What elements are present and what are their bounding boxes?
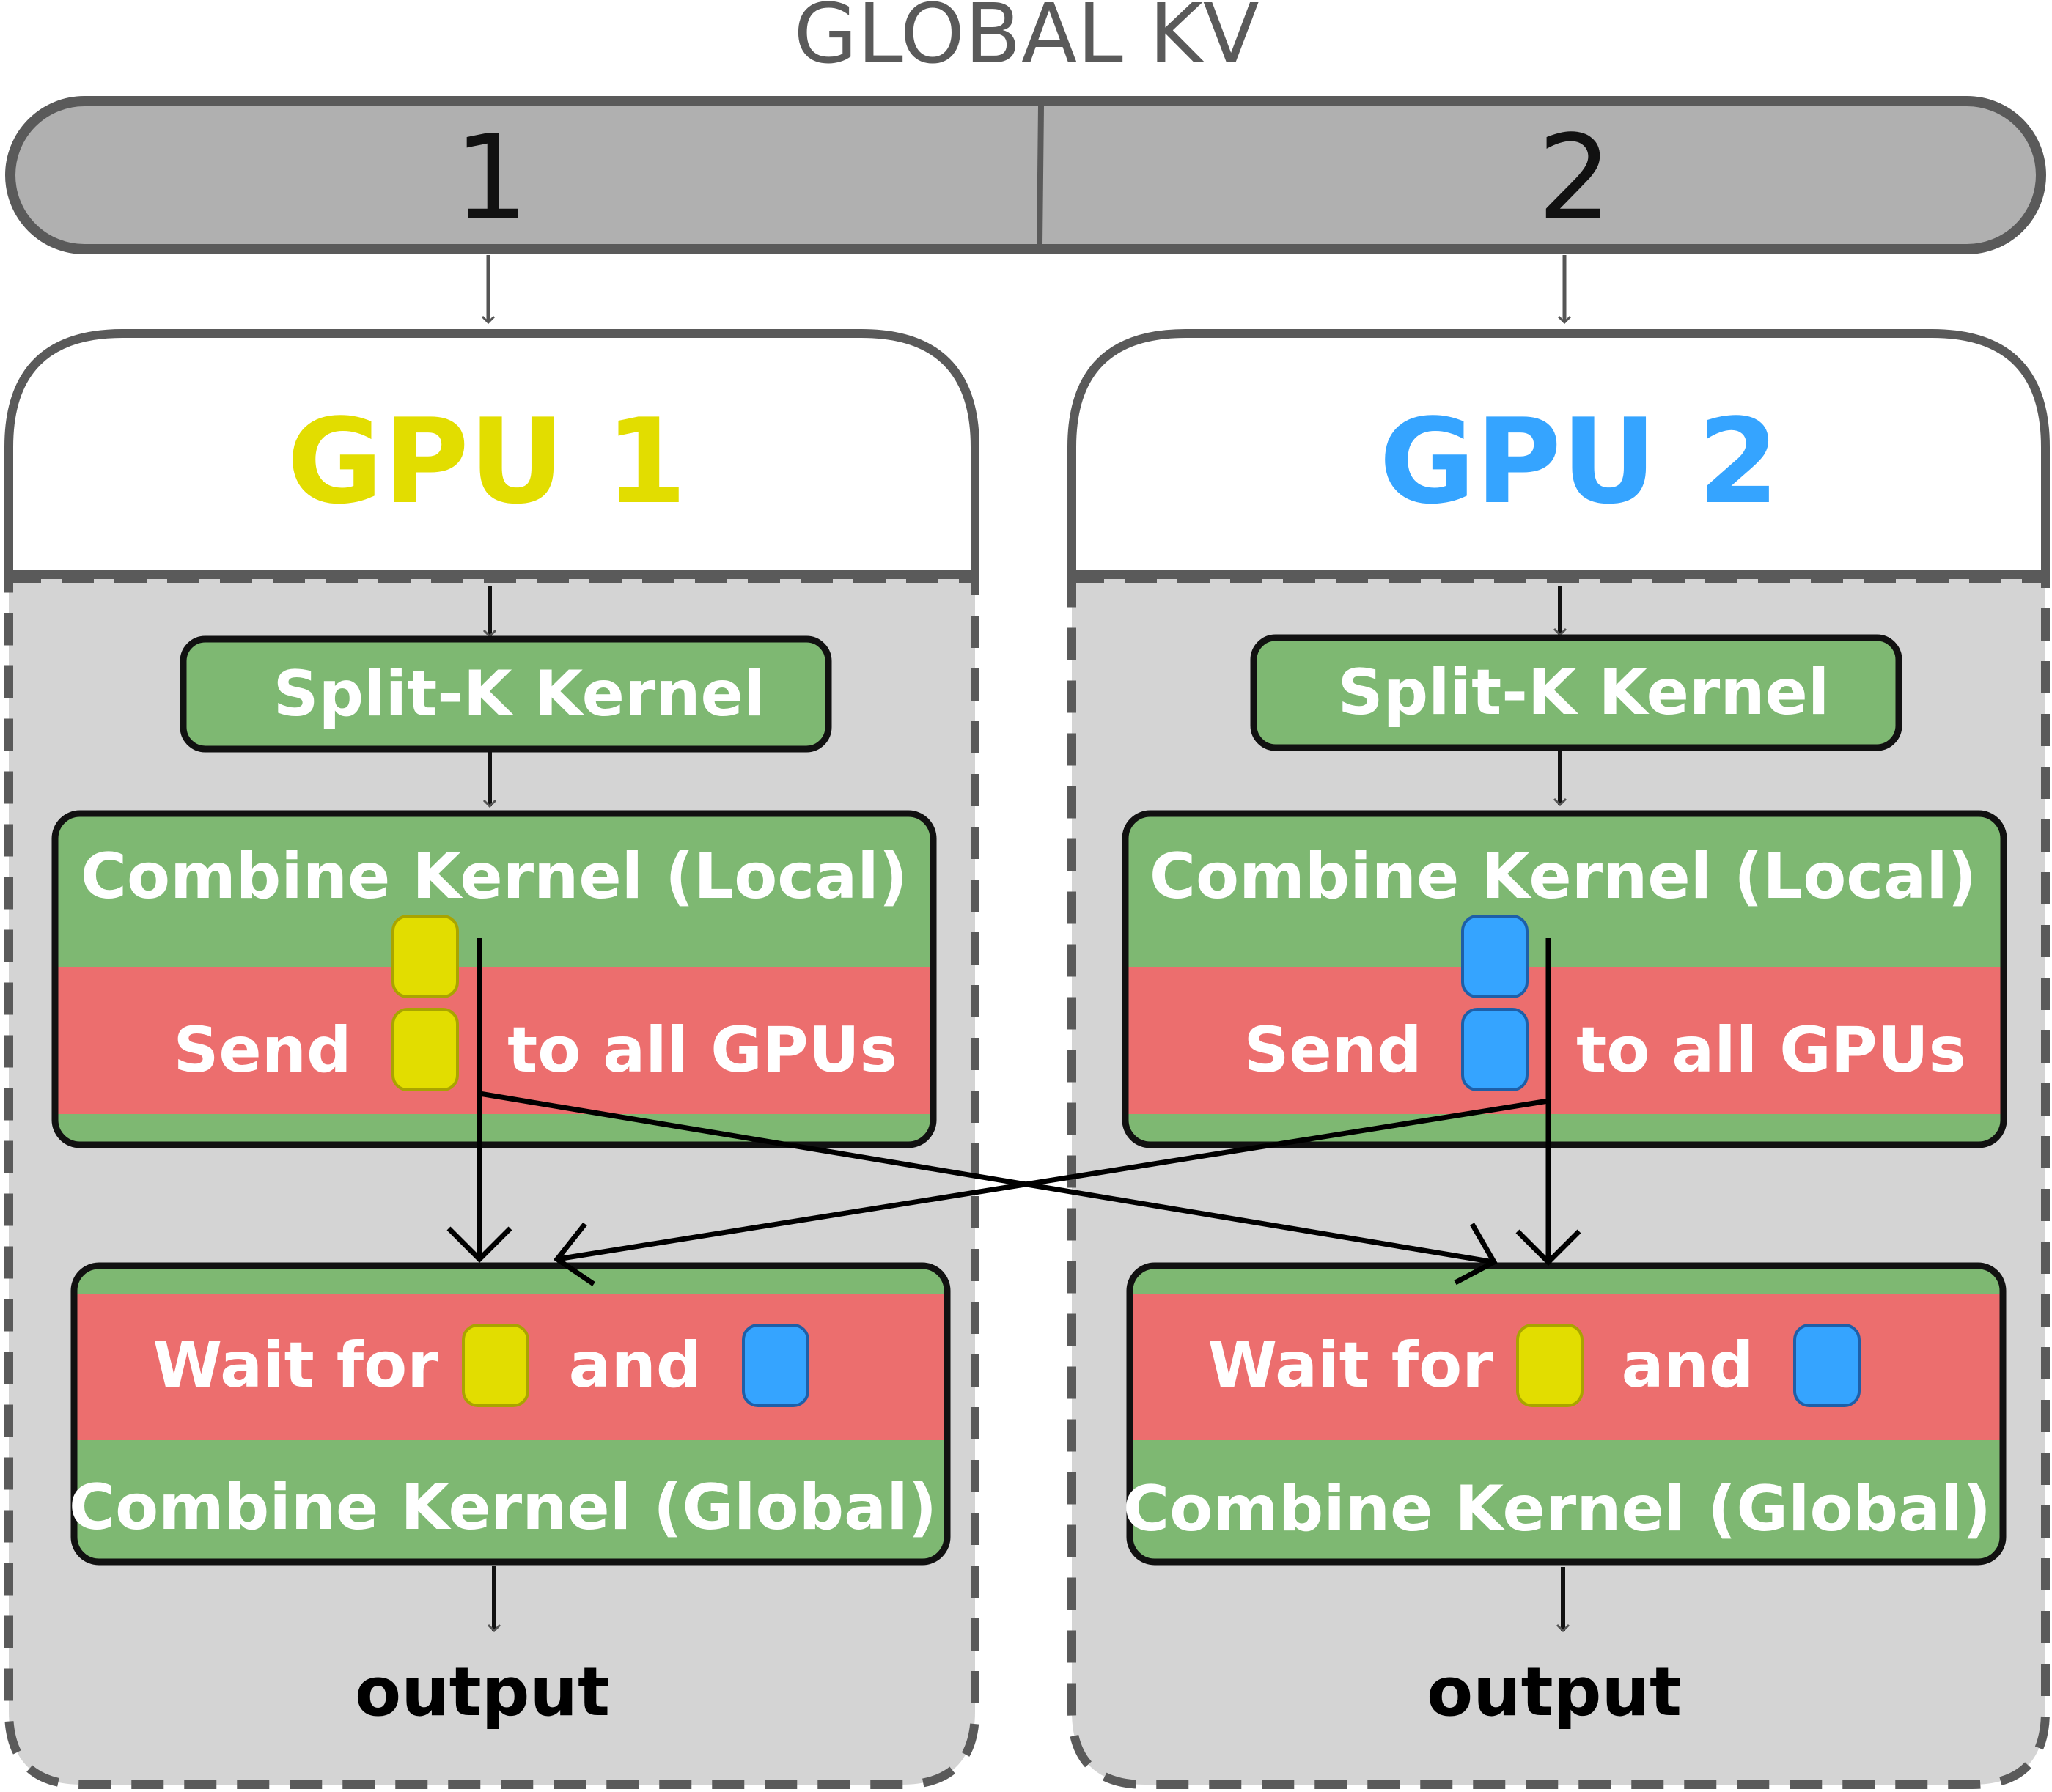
gpu1-combine-local-label: Combine Kernel (Local) xyxy=(81,840,908,913)
gpu1-split-k-kernel: Split-K Kernel xyxy=(180,635,832,753)
gpu2-split-k-kernel: Split-K Kernel xyxy=(1250,634,1902,751)
gpu1-local-token-icon xyxy=(391,915,459,998)
kv-partition-2: 2 xyxy=(1537,109,1612,246)
gpu2-send-suffix-label: to all GPUs xyxy=(1576,1014,1966,1087)
global-kv-title: GLOBAL KV xyxy=(794,0,1259,82)
gpu2-split-k-label: Split-K Kernel xyxy=(1338,656,1830,729)
gpu1-and-label: and xyxy=(569,1329,702,1402)
gpu1-split-k-label: Split-K Kernel xyxy=(273,657,765,731)
gpu1-wait-blue-token-icon xyxy=(742,1324,809,1407)
gpu1-wait-for-label: Wait for xyxy=(152,1329,438,1402)
gpu2-output-label: output xyxy=(1427,1653,1682,1731)
gpu1-send-suffix-label: to all GPUs xyxy=(507,1014,897,1087)
gpu1-title: GPU 1 xyxy=(287,393,687,530)
gpu1-local-to-gpu1-global-arrow xyxy=(446,938,512,1263)
gpu2-title: GPU 2 xyxy=(1379,393,1779,530)
gpu2-to-gpu1-send-arrow xyxy=(553,1098,1549,1286)
gpu1-output-label: output xyxy=(355,1653,610,1731)
gpu2-combine-global-label: Combine Kernel (Global) xyxy=(1123,1472,1991,1546)
gpu2-send-label: Send xyxy=(1243,1014,1422,1087)
gpu2-local-token-icon xyxy=(1461,915,1529,998)
gpu2-combine-local-label: Combine Kernel (Local) xyxy=(1150,840,1976,913)
gpu1-combine-global: Wait for and Combine Kernel (Global) xyxy=(69,1262,951,1566)
gpu1-wait-yellow-token-icon xyxy=(462,1324,529,1407)
gpu2-combine-global: Wait for and Combine Kernel (Global) xyxy=(1123,1262,2007,1566)
gpu1-to-gpu2-send-arrow xyxy=(479,1091,1498,1286)
gpu2-local-to-gpu2-global-arrow xyxy=(1515,938,1581,1266)
gpu2-send-token-icon xyxy=(1461,1008,1529,1091)
gpu2-wait-yellow-token-icon xyxy=(1516,1324,1584,1407)
gpu1-send-token-icon xyxy=(391,1008,459,1091)
gpu2-wait-for-label: Wait for xyxy=(1207,1329,1493,1402)
gpu1-combine-global-label: Combine Kernel (Global) xyxy=(69,1471,937,1544)
gpu1-combine-local: Combine Kernel (Local) Send to all GPUs xyxy=(51,810,937,1148)
gpu2-and-label: and xyxy=(1622,1329,1754,1402)
gpu2-wait-blue-token-icon xyxy=(1793,1324,1861,1407)
gpu2-combine-local: Combine Kernel (Local) Send to all GPUs xyxy=(1122,810,2007,1148)
global-kv-bar: 1 2 xyxy=(5,96,2046,254)
gpu1-send-label: Send xyxy=(173,1014,351,1087)
kv-partition-1: 1 xyxy=(454,109,529,246)
